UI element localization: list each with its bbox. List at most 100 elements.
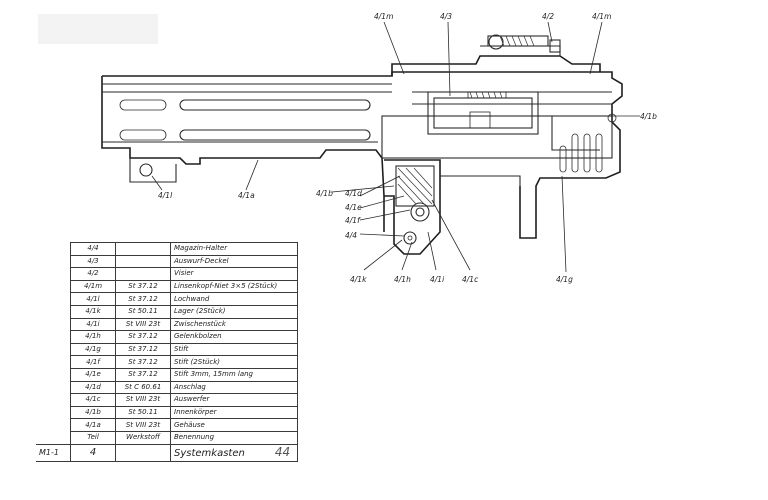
cell-benennung: Innenkörper bbox=[170, 405, 298, 420]
lower-mechanism bbox=[384, 159, 521, 255]
cell-werkstoff: St C 60.61 bbox=[115, 380, 171, 395]
rear-sight bbox=[467, 34, 561, 99]
cell-benennung: Anschlag bbox=[170, 380, 298, 395]
cell-benennung: Visier bbox=[170, 267, 298, 281]
cell-werkstoff: St VIII 23t bbox=[115, 393, 171, 407]
row-spacer bbox=[36, 305, 71, 319]
cell-teil: 4/1l bbox=[70, 292, 116, 306]
cell-werkstoff: St VIII 23t bbox=[115, 317, 171, 332]
cell-teil: 4/1b bbox=[70, 405, 116, 420]
cell-werkstoff: St 37.12 bbox=[115, 342, 171, 357]
cell-werkstoff: St VIII 23t bbox=[115, 418, 171, 432]
cell-benennung: Stift (2Stück) bbox=[170, 355, 298, 369]
callout-4-1a-bottom: 4/1a bbox=[238, 191, 255, 200]
cell-werkstoff: St 37.12 bbox=[115, 279, 171, 294]
title-teil: 4 bbox=[70, 443, 116, 462]
row-spacer bbox=[36, 406, 71, 419]
cell-teil: 4/1a bbox=[70, 418, 116, 432]
cell-werkstoff: St 37.12 bbox=[115, 330, 171, 344]
cell-teil: 4/1m bbox=[70, 279, 116, 294]
cell-benennung: Stift bbox=[170, 342, 298, 357]
ejection-cover bbox=[381, 55, 617, 173]
row-spacer bbox=[36, 355, 71, 369]
table-row: 4/2 Visier bbox=[36, 267, 298, 281]
header-werkstoff: Werkstoff bbox=[115, 430, 171, 445]
cell-benennung: Stift 3mm, 15mm lang bbox=[170, 367, 298, 382]
cell-teil: 4/1e bbox=[70, 367, 116, 382]
cell-benennung: Lochwand bbox=[170, 292, 298, 306]
callout-4-1i: 4/1i bbox=[430, 275, 445, 284]
callout-4-1l: 4/1l bbox=[158, 191, 173, 200]
cell-werkstoff bbox=[115, 242, 171, 256]
cell-werkstoff: St 37.12 bbox=[115, 292, 171, 306]
callout-4-1h: 4/1h bbox=[394, 275, 411, 284]
header-teil: Teil bbox=[70, 430, 116, 445]
row-spacer bbox=[36, 343, 71, 356]
cell-werkstoff: St 37.12 bbox=[115, 355, 171, 369]
cell-teil: 4/1f bbox=[70, 355, 116, 369]
cell-teil: 4/1i bbox=[70, 317, 116, 332]
callout-4-1m-right: 4/1m bbox=[592, 12, 611, 21]
cell-teil: 4/2 bbox=[70, 267, 116, 281]
callout-4-1b-right: 4/1b bbox=[640, 112, 657, 121]
title-werkstoff bbox=[115, 443, 171, 462]
callout-4-1k: 4/1k bbox=[350, 275, 367, 284]
row-spacer bbox=[36, 393, 71, 407]
cell-benennung: Magazin-Halter bbox=[170, 242, 298, 256]
cell-benennung: Auswerfer bbox=[170, 393, 298, 407]
callout-4-1m-left: 4/1m bbox=[374, 12, 393, 21]
row-spacer bbox=[36, 280, 71, 293]
cell-teil: 4/1h bbox=[70, 330, 116, 344]
callout-4-1d: 4/1d bbox=[345, 189, 362, 198]
cell-benennung: Auswurf-Deckel bbox=[170, 254, 298, 269]
callout-4-2: 4/2 bbox=[542, 12, 554, 21]
callout-4-3: 4/3 bbox=[440, 12, 452, 21]
header-benennung: Benennung bbox=[170, 430, 298, 445]
cell-benennung: Gehäuse bbox=[170, 418, 298, 432]
cell-benennung: Lager (2Stück) bbox=[170, 304, 298, 319]
cell-benennung: Zwischenstück bbox=[170, 317, 298, 332]
scan-smudge bbox=[38, 14, 158, 44]
row-spacer bbox=[36, 292, 71, 306]
callout-4-1f: 4/1f bbox=[345, 216, 361, 225]
row-spacer bbox=[36, 381, 71, 394]
cell-werkstoff bbox=[115, 267, 171, 281]
leader-lines bbox=[151, 21, 640, 273]
callout-labels: 4/1m 4/3 4/2 4/1m 4/1b 4/1l 4/1a 4/1b 4/… bbox=[158, 12, 657, 284]
row-spacer bbox=[36, 418, 71, 432]
cell-benennung: Gelenkbolzen bbox=[170, 330, 298, 344]
housing-outline bbox=[101, 71, 623, 239]
row-spacer bbox=[36, 318, 71, 331]
title-code: M1-1 bbox=[36, 443, 71, 462]
cell-werkstoff bbox=[115, 254, 171, 269]
drawing-number: 44 bbox=[274, 444, 291, 459]
row-spacer bbox=[36, 255, 71, 268]
cell-teil: 4/1d bbox=[70, 380, 116, 395]
callout-4-4: 4/4 bbox=[345, 231, 357, 240]
callout-4-1b-left: 4/1b bbox=[316, 189, 333, 198]
cell-teil: 4/1k bbox=[70, 304, 116, 319]
cell-teil: 4/1c bbox=[70, 393, 116, 407]
cell-werkstoff: St 37.12 bbox=[115, 367, 171, 382]
callout-4-1c: 4/1c bbox=[462, 275, 479, 284]
callout-4-1g: 4/1g bbox=[556, 275, 573, 284]
row-spacer bbox=[36, 368, 71, 382]
